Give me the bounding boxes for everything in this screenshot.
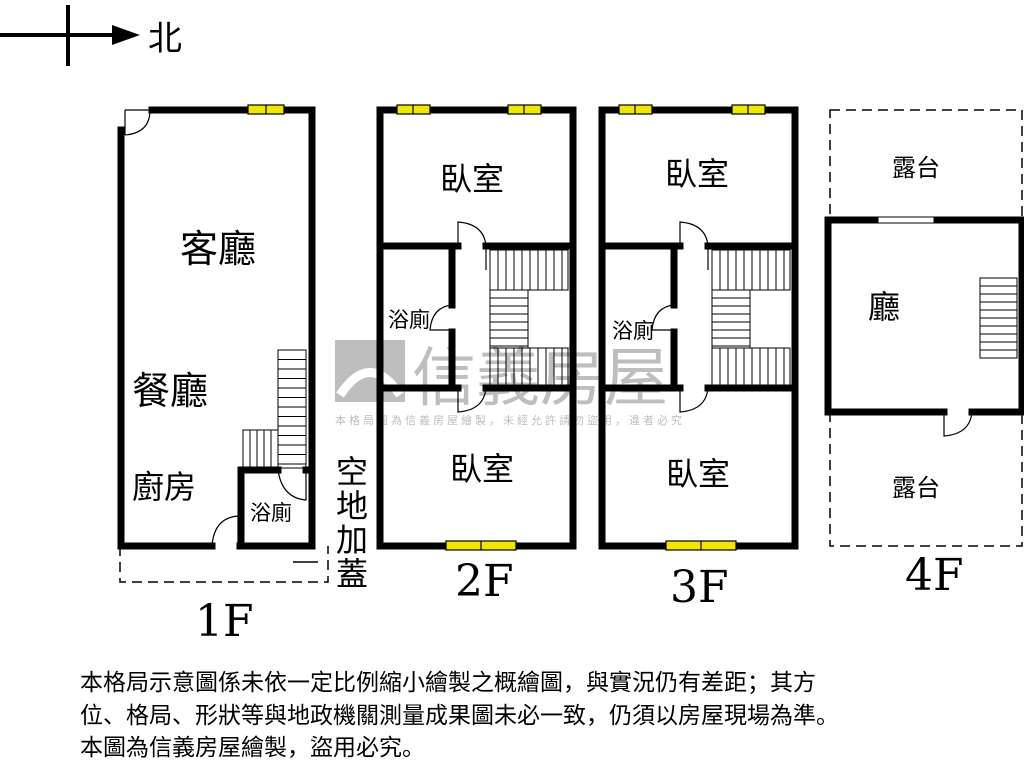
floor-label-1f: 1F: [195, 596, 254, 647]
watermark-text: 本格局圖為信義房屋繪製，未經允許請勿盜用，違者必究: [335, 413, 685, 427]
floor-label-3f: 3F: [670, 562, 729, 613]
north-arrow-icon: [0, 5, 140, 66]
floor-label-4f: 4F: [905, 550, 964, 601]
room-1f-bath: 浴廁: [250, 501, 292, 525]
floor-label-2f: 2F: [455, 556, 514, 607]
room-1f-kitchen: 廚房: [132, 468, 196, 506]
room-4f-hall: 廳: [868, 288, 900, 326]
room-4f-terrace-north: 露台: [892, 154, 940, 182]
room-3f-bath: 浴廁: [612, 319, 654, 343]
windows: [247, 104, 766, 551]
room-4f-terrace-south: 露台: [892, 474, 940, 502]
floor-1f: [117, 106, 316, 550]
room-2f-bedroom-north: 臥室: [440, 160, 504, 198]
room-2f-bedroom-south: 臥室: [450, 450, 514, 488]
watermark: 信義房屋 本格局圖為信義房屋繪製，未經允許請勿盜用，違者必究: [335, 340, 685, 427]
doors: [124, 109, 973, 547]
room-3f-bedroom-south: 臥室: [666, 455, 730, 493]
disclaimer-line-1: 本格局示意圖係未依一定比例縮小繪製之概繪圖，與實況仍有差距；其方: [80, 670, 816, 696]
floor-4f: [824, 216, 1024, 416]
room-3f-bedroom-north: 臥室: [665, 155, 729, 193]
4f-sliding-door: [877, 216, 935, 224]
1f-extension-label: 空地加蓋: [331, 455, 369, 591]
disclaimer-line-2: 位、格局、形狀等與地政機關測量成果圖未必一致，仍須以房屋現場為準。: [80, 703, 839, 729]
room-2f-bath: 浴廁: [388, 308, 430, 332]
4f-terrace-outline: [829, 109, 1023, 547]
disclaimer-line-3: 本圖為信義房屋繪製，盜用必究。: [80, 735, 425, 761]
1f-yard-outline: [119, 546, 329, 583]
room-1f-dining: 餐廳: [132, 369, 208, 413]
room-1f-living: 客廳: [180, 227, 256, 271]
compass-label: 北: [148, 19, 182, 59]
